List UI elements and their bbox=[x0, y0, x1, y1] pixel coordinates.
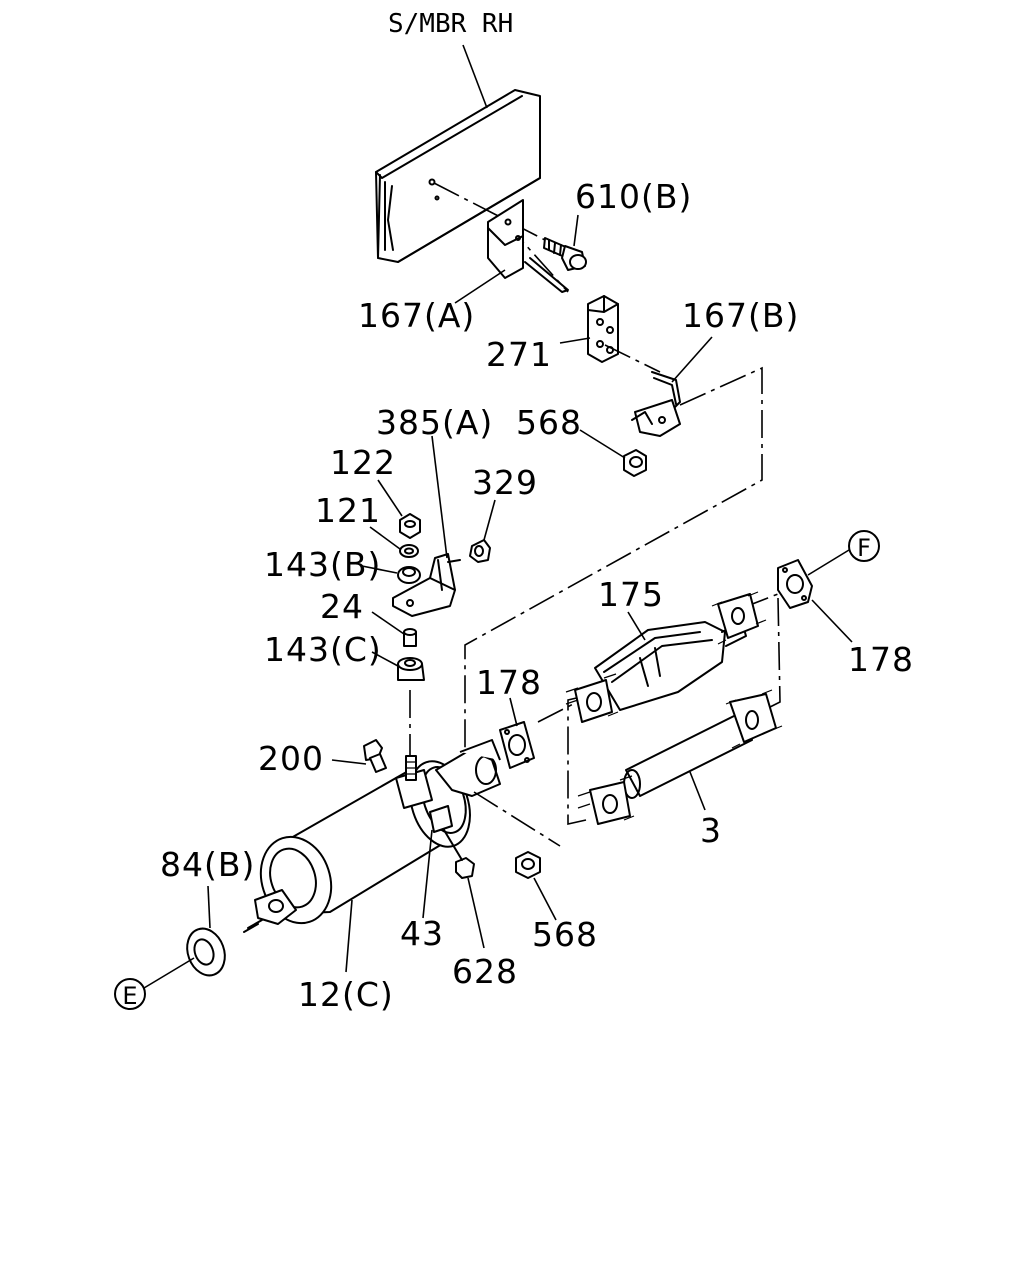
guide-line-bolt bbox=[433, 182, 546, 241]
leader-43 bbox=[422, 829, 433, 919]
guide-line-hanger bbox=[604, 344, 661, 373]
svg-text:E: E bbox=[122, 982, 137, 1010]
label-178-middle: 178 bbox=[476, 663, 542, 702]
leader-329 bbox=[483, 499, 496, 541]
label-628: 628 bbox=[452, 952, 518, 991]
nut-122 bbox=[399, 513, 421, 539]
gasket-178-right bbox=[777, 559, 813, 609]
leader-3 bbox=[689, 771, 706, 811]
front-pipe-3 bbox=[577, 689, 783, 825]
label-143b: 143(B) bbox=[264, 545, 381, 584]
leader-385a bbox=[431, 435, 448, 559]
leader-610b bbox=[573, 214, 579, 247]
leader-200 bbox=[331, 759, 367, 765]
guide-line-nut-568 bbox=[473, 791, 561, 847]
frame-label: S/MBR RH bbox=[388, 9, 513, 39]
collar-24 bbox=[403, 628, 417, 647]
rubber-hanger-271 bbox=[587, 295, 619, 363]
label-12c: 12(C) bbox=[298, 975, 394, 1014]
label-24: 24 bbox=[320, 587, 364, 626]
leader-122 bbox=[377, 479, 403, 517]
label-610b: 610(B) bbox=[575, 177, 692, 216]
bracket-167a bbox=[487, 199, 569, 293]
washer-121 bbox=[399, 544, 419, 558]
label-271: 271 bbox=[486, 335, 552, 374]
ref-circle-f: F bbox=[848, 530, 880, 562]
bolt-200 bbox=[363, 739, 387, 773]
leader-ref-e bbox=[143, 957, 195, 989]
gasket-178-middle bbox=[499, 721, 535, 769]
cushion-143c bbox=[397, 657, 425, 681]
nut-628 bbox=[455, 857, 475, 879]
label-167a: 167(A) bbox=[358, 296, 475, 335]
leader-175 bbox=[627, 611, 646, 641]
leader-143c bbox=[371, 651, 399, 667]
leader-ref-f bbox=[807, 549, 850, 576]
bolt-610b bbox=[543, 237, 587, 271]
frame-side-member bbox=[375, 89, 541, 263]
label-200: 200 bbox=[258, 739, 324, 778]
label-329: 329 bbox=[472, 463, 538, 502]
guide-line-right-bracket bbox=[759, 597, 781, 713]
leader-271 bbox=[559, 337, 591, 344]
stud-628-guide bbox=[443, 829, 463, 861]
leader-167a bbox=[454, 269, 506, 304]
label-84b: 84(B) bbox=[160, 845, 255, 884]
bracket-385a bbox=[392, 553, 461, 617]
leader-24 bbox=[371, 611, 405, 635]
leader-178-right bbox=[811, 599, 853, 643]
nut-329 bbox=[469, 539, 491, 563]
leader-12c bbox=[345, 899, 353, 973]
label-143c: 143(C) bbox=[264, 630, 382, 669]
label-568-top: 568 bbox=[516, 403, 582, 442]
label-3: 3 bbox=[700, 811, 722, 850]
svg-text:F: F bbox=[857, 534, 871, 562]
gasket-84b bbox=[186, 927, 226, 977]
label-122: 122 bbox=[330, 443, 396, 482]
cushion-143b bbox=[397, 566, 421, 584]
label-43: 43 bbox=[400, 914, 444, 953]
leader-121 bbox=[369, 526, 401, 550]
label-121: 121 bbox=[315, 491, 381, 530]
guide-line-assembly bbox=[464, 366, 763, 748]
nut-568-top bbox=[623, 449, 647, 477]
label-175: 175 bbox=[598, 575, 664, 614]
leader-84b bbox=[207, 885, 211, 929]
muffler-stud bbox=[405, 755, 417, 781]
leader-167b bbox=[671, 336, 713, 383]
bracket-167b bbox=[631, 371, 681, 437]
catalytic-converter-175 bbox=[565, 591, 767, 723]
leader-628 bbox=[467, 877, 485, 949]
leader-568-bottom bbox=[533, 877, 557, 921]
ref-circle-e: E bbox=[114, 978, 146, 1010]
leader-143b bbox=[361, 565, 398, 574]
label-568-bottom: 568 bbox=[532, 915, 598, 954]
label-385a: 385(A) bbox=[376, 403, 493, 442]
label-178-right: 178 bbox=[848, 640, 914, 679]
leader-568-top bbox=[579, 429, 626, 459]
leader-178-middle bbox=[509, 697, 518, 727]
label-167b: 167(B) bbox=[682, 296, 799, 335]
nut-568-bottom bbox=[515, 851, 541, 879]
frame-leader bbox=[462, 44, 488, 109]
